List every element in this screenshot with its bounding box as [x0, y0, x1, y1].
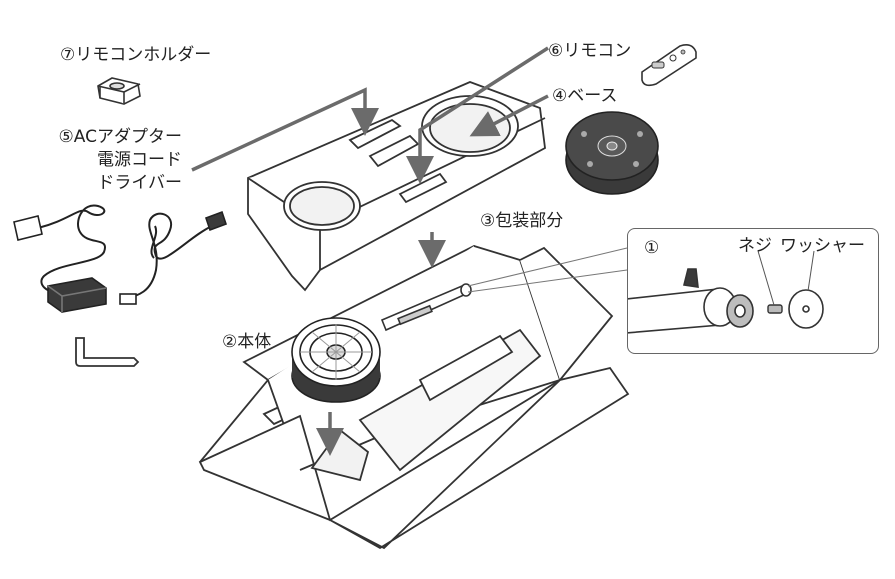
base-disc-icon: [565, 111, 659, 195]
label-screw: ネジ: [738, 236, 772, 256]
screwdriver-icon: [75, 337, 140, 367]
pole-end-icon: [625, 268, 754, 334]
washer-icon: [788, 289, 824, 329]
detail-canvas: [625, 250, 824, 334]
remote-control-icon: [641, 44, 697, 87]
remote-holder-icon: [97, 77, 141, 105]
label-remote-holder: ⑦リモコンホルダー: [60, 45, 212, 65]
assembly-arrows: [191, 46, 549, 456]
power-cord-icon: [37, 204, 213, 301]
label-base: ④ベース: [552, 86, 618, 106]
label-screwdriver: ドライバー: [97, 173, 182, 193]
label-washer: ワッシャー: [780, 236, 865, 256]
label-power-cord: 電源コード: [97, 150, 182, 170]
label-detail-number: ①: [644, 238, 660, 258]
label-ac-adapter: ⑤ACアダプター: [58, 127, 182, 147]
ac-adapter-icon: [13, 210, 228, 313]
detail-callout: [625, 228, 879, 354]
fan-head-icon: [291, 317, 381, 403]
box-icon: [198, 245, 630, 550]
screw-icon: [767, 304, 783, 314]
label-packaging: ③包装部分: [480, 211, 564, 231]
label-main-body: ②本体: [222, 332, 272, 352]
label-remote: ⑥リモコン: [548, 41, 632, 61]
stand-pole-icon: [380, 283, 472, 332]
callout-leaders: [467, 247, 628, 293]
